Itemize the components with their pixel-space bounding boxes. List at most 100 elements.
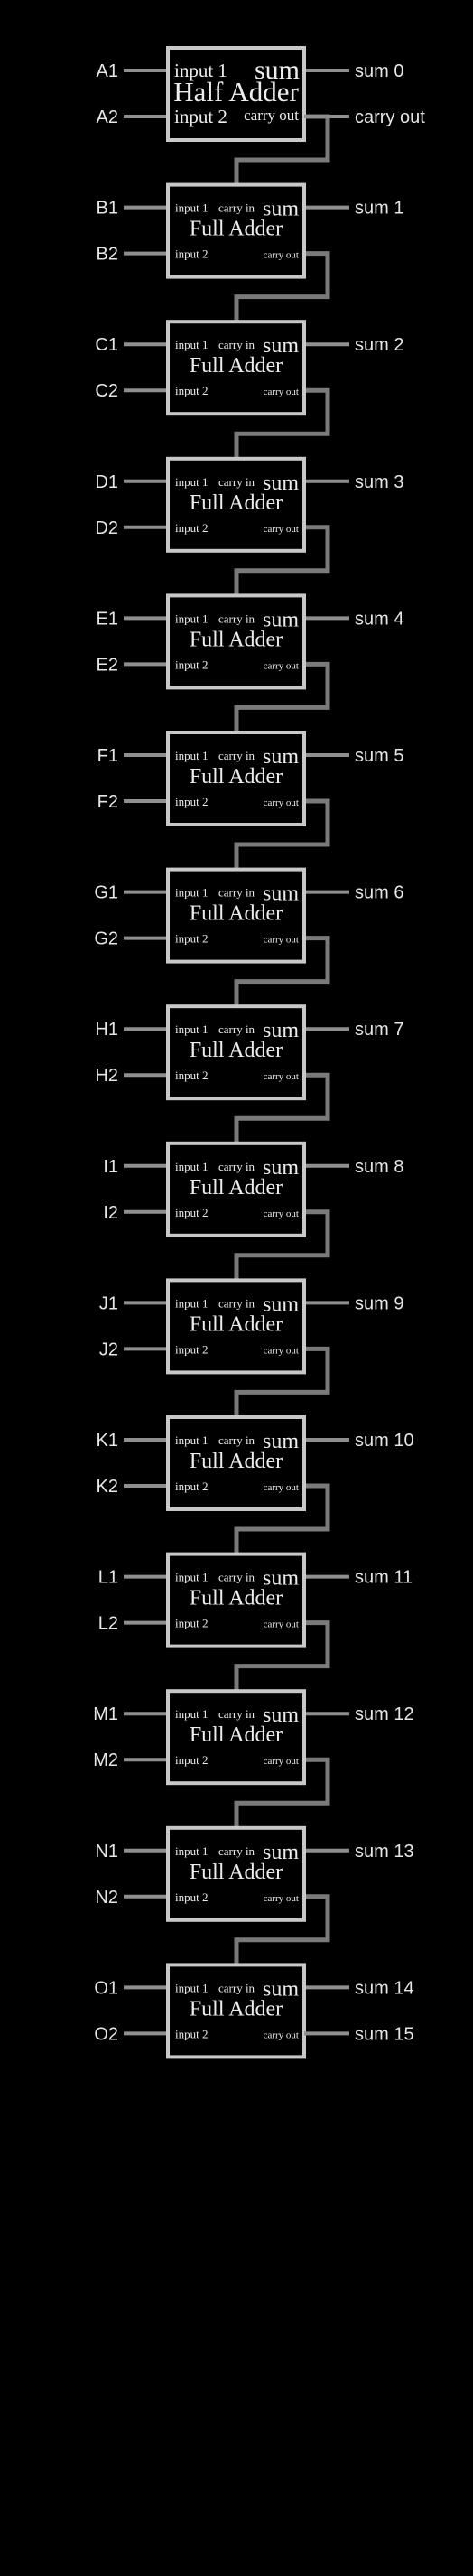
input-a-label: D1 — [95, 472, 118, 492]
port-sum-label: sum — [263, 1019, 299, 1042]
port-input2-label: input 2 — [175, 1479, 208, 1493]
adder-title: Full Adder — [190, 1997, 283, 2021]
input-b-label: M2 — [93, 1750, 118, 1770]
carry-wire — [234, 798, 330, 870]
input-a-label: C1 — [95, 335, 118, 355]
sum-output-label: sum 3 — [355, 472, 403, 492]
carry-wire — [234, 1072, 330, 1143]
input-b-label: H2 — [95, 1066, 118, 1086]
port-input1-label: input 1 — [175, 611, 208, 625]
port-input2-label: input 2 — [175, 1069, 208, 1082]
port-input1-label: input 1 — [175, 1707, 208, 1721]
port-sum-label: sum — [263, 1841, 299, 1864]
port-carry-in-label: carry in — [218, 1707, 255, 1721]
port-sum-label: sum — [263, 1567, 299, 1591]
port-input2-label: input 2 — [175, 795, 208, 808]
carry-wire — [234, 1620, 330, 1692]
port-sum-label: sum — [263, 1293, 299, 1316]
port-carry-in-label: carry in — [218, 611, 255, 625]
port-input1-label: input 1 — [175, 1571, 208, 1584]
adder-box — [166, 46, 306, 142]
port-carry-out-label: carry out — [264, 2030, 299, 2040]
port-input2-label: input 2 — [175, 1753, 208, 1767]
port-input2-label: input 2 — [175, 2027, 208, 2040]
port-input2-label: input 2 — [175, 1617, 208, 1630]
port-carry-in-label: carry in — [218, 475, 255, 489]
input-b-label: O2 — [94, 2024, 118, 2044]
port-carry-out-label: carry out — [264, 1619, 299, 1630]
carry-wire — [234, 525, 330, 596]
port-sum-label: sum — [263, 1156, 299, 1180]
adder-box — [166, 593, 306, 690]
input-b-label: D2 — [95, 518, 118, 538]
sum-output-label: sum 9 — [355, 1293, 403, 1313]
input-a-label: K1 — [97, 1431, 118, 1451]
port-sum-label: sum — [263, 1703, 299, 1727]
carry-wire — [234, 1209, 330, 1281]
sum-output-label: sum 0 — [355, 61, 403, 81]
port-sum-label: sum — [263, 745, 299, 769]
port-input2-label: input 2 — [175, 1206, 208, 1219]
port-carry-in-label: carry in — [218, 886, 255, 900]
port-carry-out-label: carry out — [264, 524, 299, 535]
sum-output-label: sum 14 — [355, 1978, 414, 1998]
input-b-label: E2 — [97, 655, 118, 675]
carry-wire — [234, 1894, 330, 1965]
port-carry-in-label: carry in — [218, 201, 255, 215]
adder-box — [166, 320, 306, 416]
adder-title: Full Adder — [190, 354, 283, 378]
port-sum-label: sum — [263, 334, 299, 358]
input-b-label: G2 — [94, 929, 118, 949]
input-a-label: I1 — [103, 1157, 118, 1177]
port-input2-label: input 2 — [174, 106, 227, 127]
carry-wire — [234, 936, 330, 1007]
adder-box — [166, 1825, 306, 1922]
port-input1-label: input 1 — [175, 338, 208, 351]
sum-output-label: sum 8 — [355, 1157, 403, 1177]
port-sum-label: sum — [263, 1430, 299, 1453]
port-sum-label: sum — [263, 1977, 299, 2001]
port-carry-in-label: carry in — [218, 1022, 255, 1036]
input-b-label: K2 — [97, 1477, 118, 1497]
port-carry-in-label: carry in — [218, 1433, 255, 1447]
port-carry-out-label: carry out — [264, 387, 299, 397]
adder-title: Full Adder — [190, 628, 283, 651]
adder-box — [166, 182, 306, 279]
carry-wire — [234, 1346, 330, 1417]
port-carry-out-label: carry out — [264, 1482, 299, 1493]
port-carry-in-label: carry in — [218, 1981, 255, 1994]
input-b-label: I2 — [103, 1203, 118, 1223]
port-input1-label: input 1 — [175, 1296, 208, 1310]
sum-output-label: sum 11 — [355, 1568, 413, 1588]
adder-box — [166, 1963, 306, 2059]
input-a-label: O1 — [94, 1978, 118, 1998]
port-sum-label: sum — [263, 608, 299, 631]
adder-title: Full Adder — [190, 218, 283, 241]
port-input1-label: input 1 — [175, 201, 208, 215]
adder-title: Full Adder — [190, 902, 283, 926]
adder-title: Full Adder — [190, 1039, 283, 1062]
port-input2-label: input 2 — [175, 932, 208, 946]
input-b-label: J2 — [99, 1339, 118, 1359]
port-carry-out-label: carry out — [264, 1071, 299, 1082]
port-carry-out-label: carry out — [264, 1756, 299, 1767]
adder-title: Full Adder — [190, 1176, 283, 1199]
adder-box — [166, 1278, 306, 1375]
port-input2-label: input 2 — [175, 384, 208, 397]
adder-title: Full Adder — [190, 1861, 283, 1884]
adder-box — [166, 456, 306, 553]
port-sum-label: sum — [263, 471, 299, 495]
port-carry-out-label: carry out — [264, 250, 299, 261]
final-carry-output-label: carry out — [355, 107, 425, 127]
adder-title: Half Adder — [173, 76, 299, 107]
sum-output-label: sum 7 — [355, 1020, 403, 1040]
